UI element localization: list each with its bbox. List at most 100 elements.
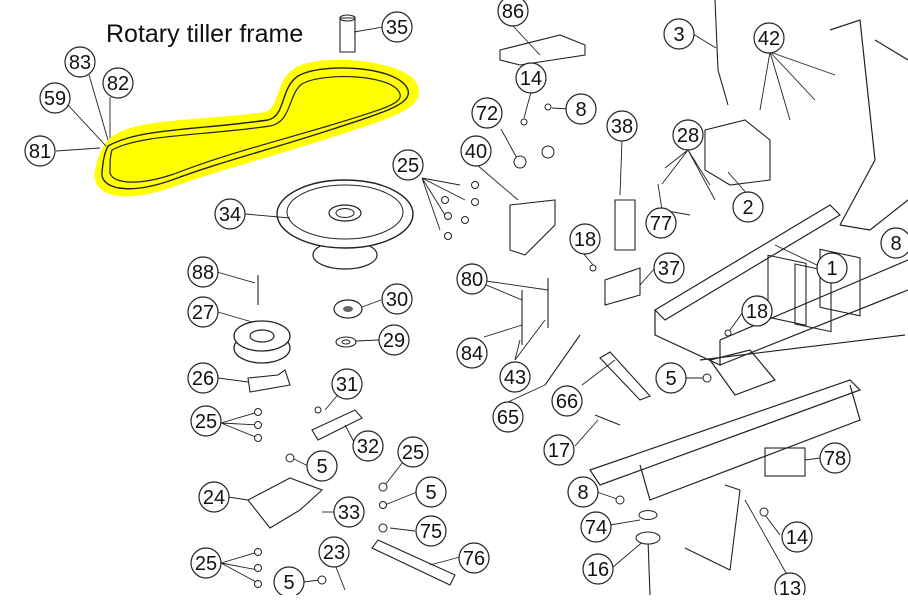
callout-8: 8 [565,93,597,125]
callout-number: 5 [283,572,294,594]
sleeve-35 [339,17,356,53]
callout-23: 23 [318,536,350,568]
callout-25: 25 [190,547,222,579]
callout-circle [551,385,583,417]
callout-25: 25 [392,149,424,181]
callout-14: 14 [781,521,813,553]
callout-75: 75 [415,515,447,547]
callout-80: 80 [456,263,488,295]
callout-number: 13 [779,578,801,595]
callout-number: 34 [219,204,241,226]
callout-circle [333,496,365,528]
callout-number: 16 [587,559,609,581]
belt-part [94,59,419,197]
callout-circle [458,542,490,574]
callout-circle [732,191,764,223]
callout-number: 84 [461,343,483,365]
callout-32: 32 [352,430,384,462]
callout-circle [381,283,413,315]
callout-number: 82 [107,73,129,95]
strap-76 [371,539,456,586]
callout-number: 25 [402,442,424,464]
callout-33: 33 [333,496,365,528]
callout-1: 1 [816,252,848,284]
callout-number: 33 [338,502,360,524]
plate-42b [794,263,832,333]
callout-25: 25 [397,436,429,468]
callout-number: 35 [386,17,408,39]
callout-35: 35 [381,11,413,43]
callout-37: 37 [653,252,685,284]
belt-inner-outline [109,76,401,183]
callout-circle [753,22,785,54]
callout-circle [499,361,531,393]
bracket-13 [684,484,741,571]
pulley-34 [276,179,414,270]
callout-number: 25 [195,411,217,433]
callout-26: 26 [187,362,219,394]
callout-66: 66 [551,385,583,417]
callout-number: 32 [357,436,379,458]
callout-circle [415,476,447,508]
callout-circle [582,553,614,585]
callout-number: 37 [658,258,680,280]
callout-number: 65 [497,407,519,429]
callout-number: 8 [577,482,588,504]
plate-42a [767,254,807,326]
callout-circle [645,207,677,239]
callout-number: 88 [192,262,214,284]
callout-circle [198,481,230,513]
callout-circle [306,450,338,482]
callout-circle [741,295,773,327]
callout-25: 25 [190,405,222,437]
callout-number: 78 [824,448,846,470]
callout-8: 8 [567,476,599,508]
diagram-title: Rotary tiller frame [106,20,304,48]
callout-number: 76 [463,548,485,570]
callout-circle [492,401,524,433]
callout-28: 28 [672,119,704,151]
callout-circle [190,405,222,437]
misc-parts [247,0,861,596]
callout-2: 2 [732,191,764,223]
callout-circle [515,62,547,94]
callout-circle [415,515,447,547]
callout-77: 77 [645,207,677,239]
callout-circle [456,263,488,295]
spring-65 [544,334,581,386]
callout-number: 38 [611,116,633,138]
callout-circle [460,135,492,167]
callout-number: 28 [677,125,699,147]
arm-24 [247,477,324,529]
callout-circle [24,135,56,167]
callout-circle [816,252,848,284]
callout-circle [352,430,384,462]
callout-43: 43 [499,361,531,393]
callout-circle [64,46,96,78]
callout-circle [880,227,908,259]
callout-circle [819,442,851,474]
block-38 [614,199,636,251]
callout-30: 30 [381,283,413,315]
callout-circle [190,547,222,579]
callout-circle [187,362,219,394]
callout-circle [397,436,429,468]
callout-circle [187,296,219,328]
washer-29 [335,336,357,348]
bolt-16 [647,539,651,596]
callout-number: 14 [520,68,542,90]
callout-number: 27 [192,302,214,324]
callout-number: 17 [548,440,570,462]
callout-number: 25 [397,155,419,177]
bolt-17 [594,414,621,426]
callout-number: 77 [650,213,672,235]
callout-circle [497,0,529,27]
callout-18: 18 [741,295,773,327]
callout-number: 72 [476,103,498,125]
callout-number: 31 [336,374,358,396]
decal-78 [764,447,806,477]
callout-13: 13 [774,572,806,600]
callout-circle [567,476,599,508]
callout-16: 16 [582,553,614,585]
